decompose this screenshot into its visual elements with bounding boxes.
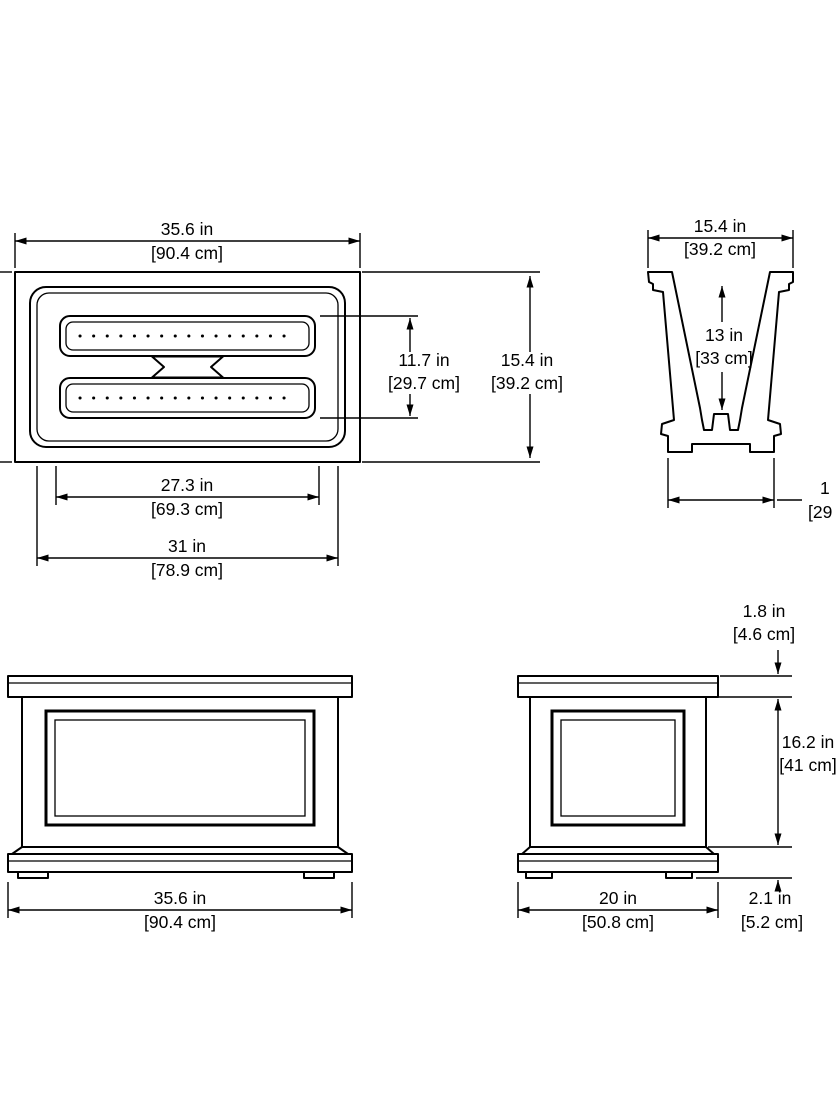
upper-tray-inner <box>65 321 310 351</box>
dim-label-cm: [39.2 cm] <box>684 239 756 259</box>
dim-label-cm: [33 cm] <box>695 348 752 368</box>
lower-tray-inner <box>65 383 310 413</box>
front-base-bevel-left <box>11 846 23 855</box>
lip-height-dimension: 1.8 in [4.6 cm] <box>708 601 795 698</box>
section-base-width-dimension: 1 [29 <box>667 458 832 522</box>
side-view: 20 in [50.8 cm] 1.8 in [4.6 cm] 16.2 in … <box>517 601 837 932</box>
dim-label-cm: [90.4 cm] <box>151 243 223 263</box>
front-foot-right <box>303 871 335 879</box>
side-width-dimension: 20 in [50.8 cm] <box>517 882 719 932</box>
side-foot-right <box>665 871 693 879</box>
side-panel-frame <box>550 709 686 827</box>
top-width-dimension: 35.6 in [90.4 cm] <box>14 219 361 268</box>
dim-label-in: 2.1 in <box>749 888 792 908</box>
dim-label-in: 31 in <box>168 536 206 556</box>
dim-label-cm: [90.4 cm] <box>144 912 216 932</box>
front-width-dimension: 35.6 in [90.4 cm] <box>7 882 353 932</box>
opening-width-dimension: 31 in [78.9 cm] <box>36 466 339 580</box>
side-panel-inner <box>560 719 676 817</box>
front-cap <box>7 675 353 698</box>
dim-label-in: 11.7 in <box>398 350 449 370</box>
center-connector <box>151 355 224 379</box>
side-base-bevel-left <box>521 846 531 855</box>
front-panel-frame <box>44 709 316 827</box>
upper-tray <box>59 315 316 357</box>
front-view: 35.6 in [90.4 cm] <box>7 675 353 932</box>
dim-label-cm: [5.2 cm] <box>741 912 803 932</box>
planter-inner-rim-inner <box>36 292 339 442</box>
front-foot-left <box>17 871 49 879</box>
dim-label-cm: [69.3 cm] <box>151 499 223 519</box>
dim-label-in: 15.4 in <box>501 350 554 370</box>
dim-label-in: 16.2 in <box>782 732 835 752</box>
base-height-dimension: 2.1 in [5.2 cm] <box>696 877 803 932</box>
planter-inner-rim-outer <box>29 286 346 448</box>
dim-label-cm: [39.2 cm] <box>491 373 563 393</box>
body-height-dimension: 16.2 in [41 cm] <box>708 699 837 848</box>
dim-label-in: 15.4 in <box>694 216 747 236</box>
dim-label-cm: [78.9 cm] <box>151 560 223 580</box>
side-base-bevel-right <box>705 846 715 855</box>
dim-label-in: 20 in <box>599 888 637 908</box>
dim-label-in: 13 in <box>705 325 743 345</box>
dim-label-in: 35.6 in <box>161 219 214 239</box>
dim-label-in: 35.6 in <box>154 888 207 908</box>
dim-label-cm: [41 cm] <box>779 755 836 775</box>
overall-depth-dimension: 15.4 in [39.2 cm] <box>362 271 563 463</box>
side-foot-left <box>525 871 553 879</box>
side-cap <box>517 675 719 698</box>
planter-outer-rim <box>14 271 361 463</box>
front-panel-inner <box>54 719 306 817</box>
section-top-width-dimension: 15.4 in [39.2 cm] <box>647 216 794 268</box>
side-base <box>517 853 719 873</box>
dim-label-cm: [29 <box>808 502 832 522</box>
top-view: 35.6 in [90.4 cm] 11.7 in [29.7 cm] 15.4… <box>0 219 563 580</box>
front-base-bevel-right <box>337 846 349 855</box>
front-base <box>7 853 353 873</box>
dim-label-cm: [50.8 cm] <box>582 912 654 932</box>
section-inner-height-dimension: 13 in [33 cm] <box>695 286 753 410</box>
lower-tray <box>59 377 316 419</box>
dim-label-cm: [4.6 cm] <box>733 624 795 644</box>
dim-label-cm: [29.7 cm] <box>388 373 460 393</box>
dim-label-in: 1 <box>820 478 830 498</box>
section-profile <box>647 271 794 453</box>
dim-label-in: 1.8 in <box>743 601 786 621</box>
tray-width-dimension: 27.3 in [69.3 cm] <box>55 466 320 519</box>
inner-depth-dimension: 11.7 in [29.7 cm] <box>320 315 460 419</box>
dim-label-in: 27.3 in <box>161 475 214 495</box>
section-view: 15.4 in [39.2 cm] 13 in [33 cm] 1 [29 <box>647 216 832 522</box>
